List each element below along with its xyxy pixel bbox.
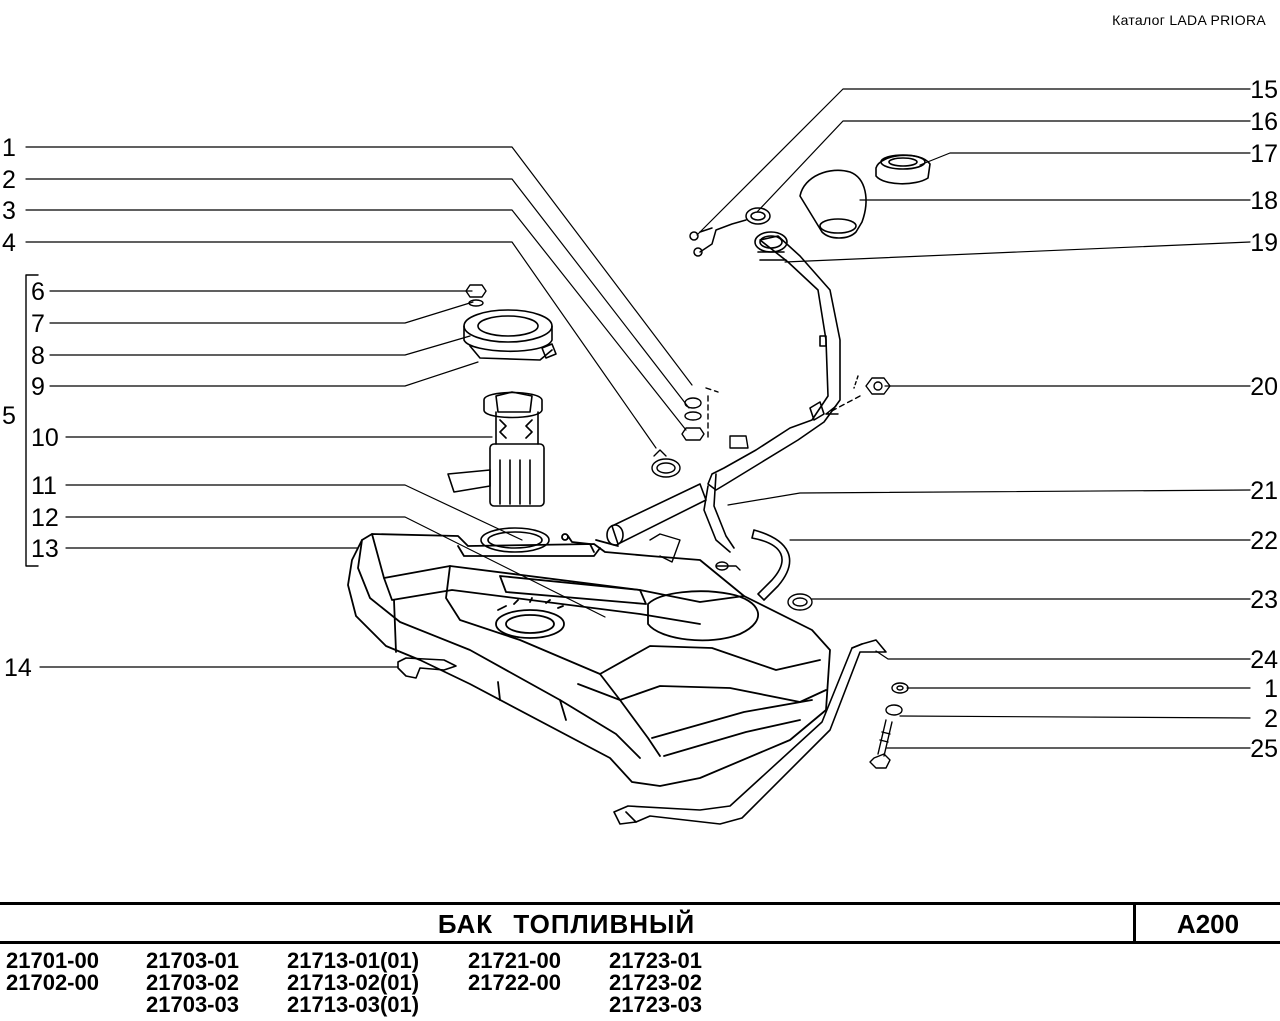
model-code: 21702-00 xyxy=(6,970,99,995)
callout-13: 13 xyxy=(31,535,59,563)
callout-23: 23 xyxy=(1250,586,1278,614)
leader-line-11 xyxy=(65,484,523,541)
leader-line-12 xyxy=(65,516,606,618)
model-code: 21723-02 xyxy=(609,970,702,995)
leader-line-15 xyxy=(696,88,1251,236)
callout-labels-right: 15 16 17 18 19 20 21 22 23 24 1 2 25 xyxy=(1250,76,1278,763)
callout-12: 12 xyxy=(31,504,59,532)
model-code: 21722-00 xyxy=(468,970,561,995)
bracket-5 xyxy=(25,274,39,567)
model-code: 21723-03 xyxy=(609,992,702,1017)
section-code: А200 xyxy=(1176,909,1240,939)
callout-25: 25 xyxy=(1250,735,1278,763)
model-code: 21703-01 xyxy=(146,948,239,973)
fuel-pump-module xyxy=(447,391,550,553)
callout-1b: 1 xyxy=(1264,675,1278,703)
clamp-23 xyxy=(787,593,813,611)
callout-24: 24 xyxy=(1250,646,1278,674)
leader-line-7 xyxy=(49,301,474,324)
model-code: 21723-01 xyxy=(609,948,702,973)
leader-lines-left xyxy=(25,146,693,668)
callout-1: 1 xyxy=(2,134,16,162)
title-block: БАК ТОПЛИВНЫЙ А200 21701-00 21702-00 217… xyxy=(0,902,1280,1021)
pump-opening xyxy=(495,609,565,639)
model-code: 21713-03(01) xyxy=(287,992,420,1017)
title-row: БАК ТОПЛИВНЫЙ А200 xyxy=(0,902,1280,944)
model-code: 21703-02 xyxy=(146,970,239,995)
leader-line-8 xyxy=(49,335,471,356)
nut-20 xyxy=(825,375,891,415)
leader-line-16 xyxy=(756,120,1251,213)
leader-line-4 xyxy=(25,241,657,449)
hardware-right xyxy=(869,682,909,769)
callout-18: 18 xyxy=(1250,187,1278,215)
callout-8: 8 xyxy=(31,342,45,370)
callout-9: 9 xyxy=(31,373,45,401)
clip-14 xyxy=(397,657,457,679)
ring-17 xyxy=(875,154,931,185)
callout-22: 22 xyxy=(1250,527,1278,555)
boot-18 xyxy=(799,169,867,239)
callout-14: 14 xyxy=(4,654,32,682)
flange-8-9 xyxy=(463,309,557,361)
leader-line-19 xyxy=(784,241,1251,263)
callout-4: 4 xyxy=(2,229,16,257)
callout-2: 2 xyxy=(2,166,16,194)
model-code: 21701-00 xyxy=(6,948,99,973)
model-column-1: 21701-00 21702-00 xyxy=(6,950,99,994)
callout-6: 6 xyxy=(31,278,45,306)
model-code: 21713-01(01) xyxy=(287,948,420,973)
model-code: 21713-02(01) xyxy=(287,970,420,995)
leader-line-9 xyxy=(49,361,479,387)
leader-line-2 xyxy=(25,178,690,409)
callout-16: 16 xyxy=(1250,108,1278,136)
callout-2b: 2 xyxy=(1264,705,1278,733)
leader-line-21 xyxy=(727,489,1251,506)
leader-line-2b xyxy=(899,715,1251,719)
tank-outline xyxy=(347,533,831,787)
callout-15: 15 xyxy=(1250,76,1278,104)
vent-tube xyxy=(649,533,741,571)
clamp-4 xyxy=(651,449,681,478)
callout-21: 21 xyxy=(1250,477,1278,505)
page-title: БАК ТОПЛИВНЫЙ xyxy=(437,909,696,939)
leader-lines-right xyxy=(696,88,1251,749)
seal-ring-11 xyxy=(480,527,550,553)
model-column-3: 21713-01(01) 21713-02(01) 21713-03(01) xyxy=(287,950,419,1016)
hardware-1-2-3 xyxy=(681,387,749,449)
callout-5: 5 xyxy=(2,402,16,430)
model-column-4: 21721-00 21722-00 xyxy=(468,950,561,994)
callout-20: 20 xyxy=(1250,373,1278,401)
leader-line-1 xyxy=(25,146,693,386)
callout-7: 7 xyxy=(31,310,45,338)
fuel-tank xyxy=(347,533,831,787)
callout-10: 10 xyxy=(31,424,59,452)
callout-11: 11 xyxy=(31,472,57,500)
filler-cap-16 xyxy=(689,207,771,257)
leader-line-17 xyxy=(919,152,1251,166)
callout-labels-left: 1 2 3 4 6 7 8 9 10 11 12 13 14 5 xyxy=(2,134,59,682)
leader-line-3 xyxy=(25,209,687,431)
nut-6-washer-7 xyxy=(465,284,487,307)
callout-3: 3 xyxy=(2,197,16,225)
tank-strap xyxy=(613,639,887,825)
leader-line-24 xyxy=(875,650,1251,660)
model-column-5: 21723-01 21723-02 21723-03 xyxy=(609,950,702,1016)
model-code: 21721-00 xyxy=(468,948,561,973)
model-column-2: 21703-01 21703-02 21703-03 xyxy=(146,950,239,1016)
model-code: 21703-03 xyxy=(146,992,239,1017)
filler-pipe-19 xyxy=(703,231,841,553)
catalog-label: Каталог LADA PRIORA xyxy=(1112,12,1266,28)
callout-17: 17 xyxy=(1250,140,1278,168)
hose-22 xyxy=(751,529,791,601)
callout-19: 19 xyxy=(1250,229,1278,257)
code-box: А200 xyxy=(1133,902,1280,944)
